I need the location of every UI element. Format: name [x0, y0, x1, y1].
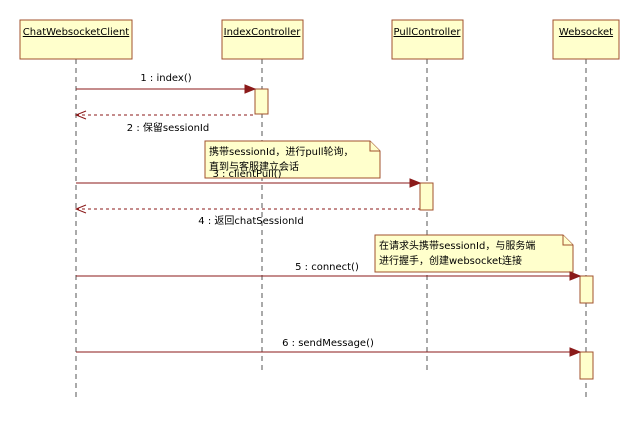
message-label: 2 : 保留sessionId [127, 121, 209, 134]
message-label: 5 : connect() [295, 262, 359, 273]
message-index: 1 : index() [76, 73, 257, 94]
activation-pull [419, 182, 434, 211]
note-line: 在请求头携带sessionId，与服务端 [379, 239, 535, 252]
arrow-filled-icon [244, 84, 257, 94]
lifeline-ws-name: Websocket [559, 27, 613, 38]
message-label: 3 : clientPull() [212, 169, 281, 180]
lifeline-index-name: IndexController [224, 27, 302, 38]
lifeline-client-name: ChatWebsocketClient [23, 27, 130, 38]
message-return-sessionid: 2 : 保留sessionId [74, 110, 255, 134]
note-websocket-handshake: 在请求头携带sessionId，与服务端 进行握手，创建websocket连接 [374, 234, 574, 273]
message-client-pull: 3 : clientPull() [76, 169, 422, 188]
note-line: 携带sessionId，进行pull轮询， [209, 145, 354, 158]
arrow-open-icon [74, 204, 87, 214]
message-label: 1 : index() [140, 73, 191, 84]
lifeline-ws: Websocket [552, 19, 620, 60]
activation-ws-1 [579, 275, 594, 304]
arrow-filled-icon [409, 178, 422, 188]
note-line: 进行握手，创建websocket连接 [379, 254, 522, 267]
message-return-chatsessionid: 4 : 返回chatSessionId [74, 204, 420, 227]
arrow-filled-icon [569, 347, 582, 357]
lifeline-pull: PullController [391, 19, 464, 60]
activation-ws-2 [579, 351, 594, 380]
arrow-open-icon [74, 110, 87, 120]
message-label: 6 : sendMessage() [282, 338, 374, 349]
message-send-message: 6 : sendMessage() [76, 338, 582, 357]
note-pull-polling: 携带sessionId，进行pull轮询， 直到与客服建立会话 [204, 140, 381, 179]
arrow-filled-icon [569, 271, 582, 281]
lifeline-client: ChatWebsocketClient [19, 19, 133, 60]
lifeline-pull-name: PullController [394, 27, 462, 38]
message-connect: 5 : connect() [76, 262, 582, 281]
lifeline-index: IndexController [221, 19, 304, 60]
activation-index [254, 88, 269, 115]
message-label: 4 : 返回chatSessionId [198, 215, 303, 227]
note-line: 直到与客服建立会话 [209, 160, 299, 173]
